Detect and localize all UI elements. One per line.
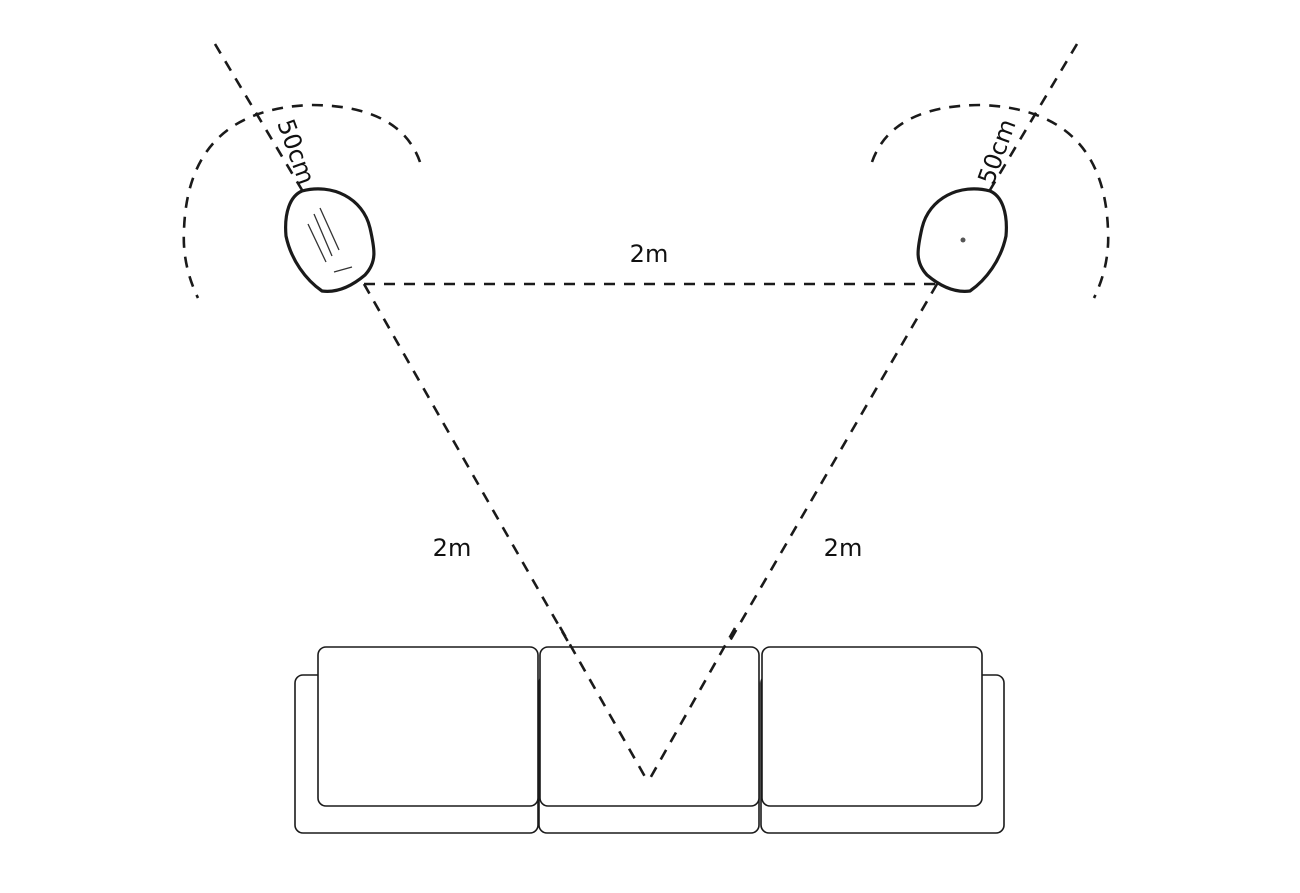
right-distance-label: 2m bbox=[824, 534, 863, 562]
sofa-cushion-left bbox=[317, 646, 539, 807]
top-distance-label: 2m bbox=[630, 240, 669, 268]
sofa-cushion-right bbox=[761, 646, 983, 807]
left-speaker-to-listener-line bbox=[362, 283, 650, 783]
right-axis-line bbox=[988, 43, 1079, 191]
left-line-over-sofa bbox=[558, 626, 650, 783]
right-line-over-sofa bbox=[646, 627, 737, 783]
left-speaker-icon bbox=[284, 187, 376, 293]
right-speaker-to-listener-line bbox=[646, 283, 939, 783]
right-speaker bbox=[916, 187, 1008, 293]
sofa bbox=[294, 646, 1005, 834]
left-speaker bbox=[284, 187, 376, 293]
sofa-cushion-middle bbox=[539, 646, 760, 807]
left-axis-line bbox=[213, 43, 304, 191]
left-distance-label: 2m bbox=[433, 534, 472, 562]
